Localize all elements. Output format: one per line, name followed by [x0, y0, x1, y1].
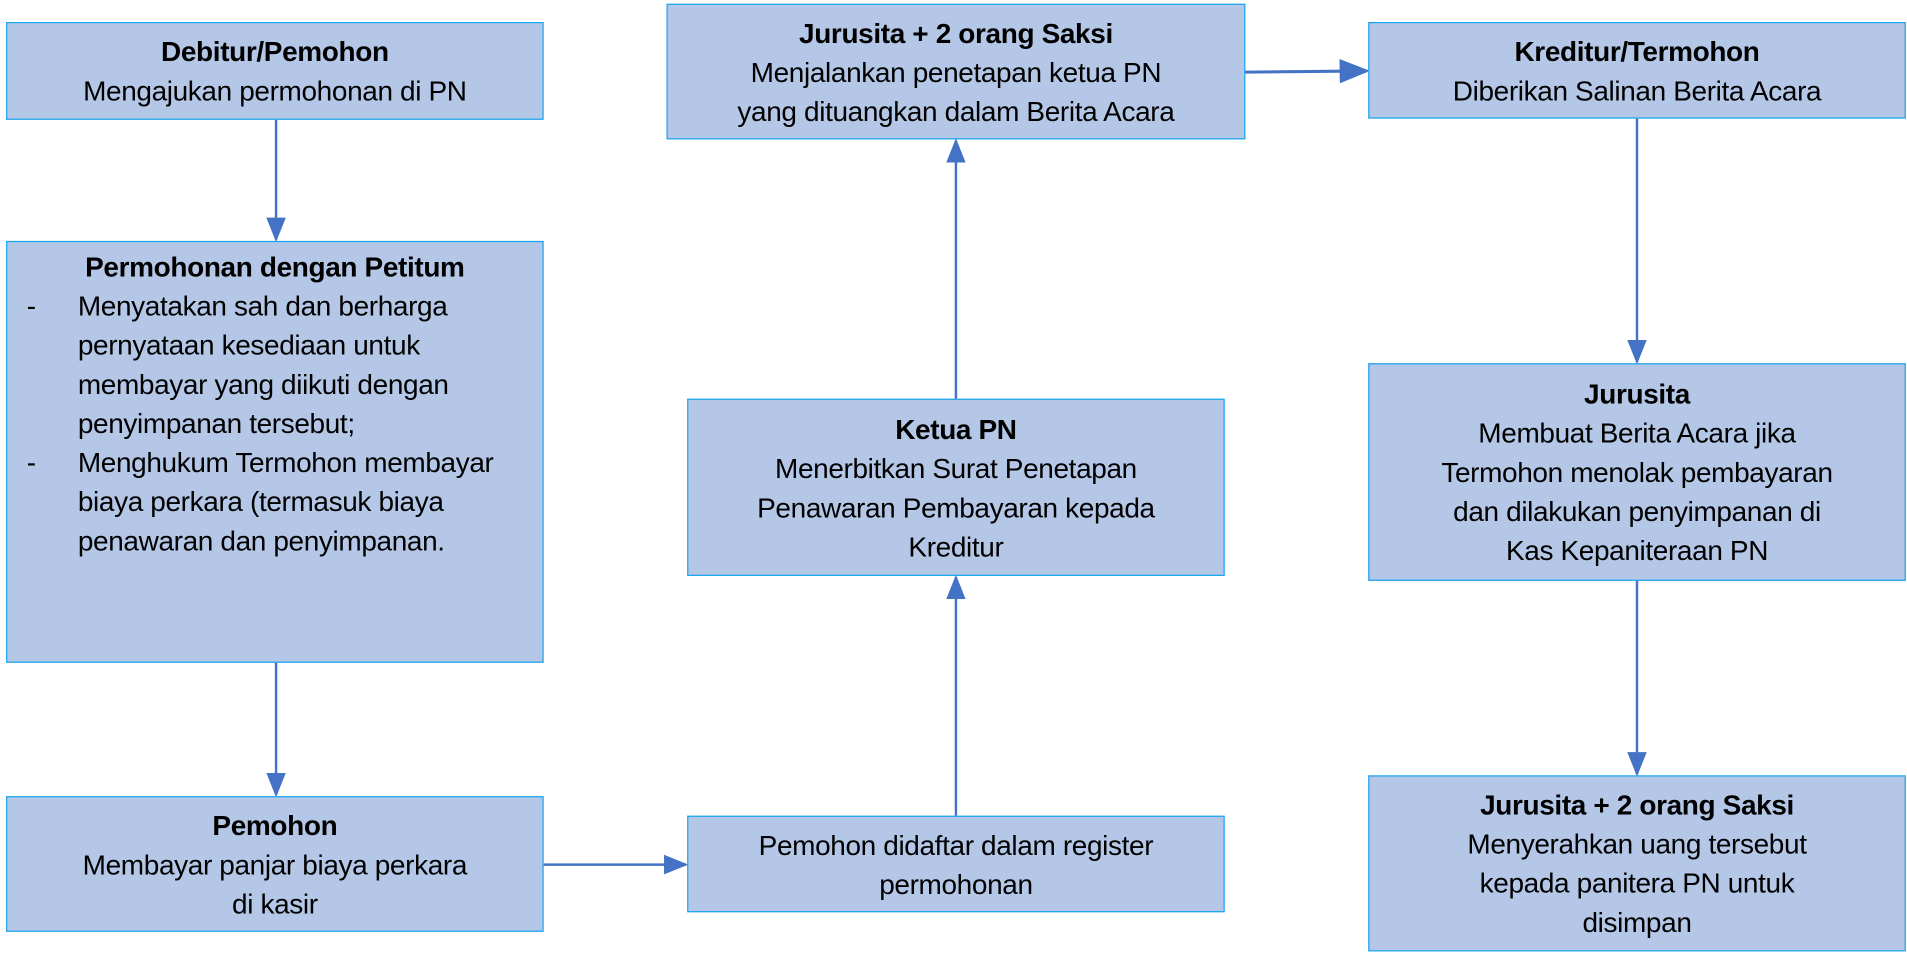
node-debitur: Debitur/Pemohon Mengajukan permohonan di…: [6, 22, 544, 120]
node-title: Ketua PN: [895, 412, 1017, 445]
node-title: Permohonan dengan Petitum: [85, 250, 465, 283]
node-text: Membuat Berita Acara jika: [1478, 417, 1796, 449]
node-text: Kas Kepaniteraan PN: [1505, 534, 1769, 567]
node-text: dan dilakukan penyimpanan di: [1453, 495, 1821, 528]
node-text: kepada panitera PN untuk: [1479, 867, 1795, 899]
bullet-item: -Menghukum Termohon membayar biaya perka…: [26, 446, 494, 557]
node-pemohon: Pemohon Membayar panjar biaya perkara di…: [6, 796, 544, 932]
node-text: Menjalankan penetapan ketua PN: [750, 55, 1162, 88]
node-title: Jurusita: [1584, 377, 1690, 410]
node-title: Debitur/Pemohon: [161, 35, 389, 68]
node-text: disimpan: [1582, 906, 1692, 938]
node-text: yang dituangkan dalam Berita Acara: [737, 94, 1175, 127]
node-jurusita-saksi-bottom: Jurusita + 2 orang Saksi Menyerahkan uan…: [1368, 775, 1906, 952]
node-kreditur: Kreditur/Termohon Diberikan Salinan Beri…: [1368, 22, 1906, 119]
node-permohonan: Permohonan dengan Petitum -Menyatakan sa…: [6, 240, 544, 663]
node-text: Mengajukan permohonan di PN: [83, 74, 467, 107]
node-text: Menerbitkan Surat Penetapan: [775, 451, 1137, 484]
node-text: Menyerahkan uang tersebut: [1467, 827, 1807, 860]
arrow-jurusita-saksi-to-kreditur: [1245, 58, 1371, 84]
node-text: Diberikan Salinan Berita Acara: [1452, 73, 1822, 106]
node-text: Penawaran Pembayaran kepada: [757, 490, 1155, 523]
bullet-item: -Menyatakan sah dan berharga pernyataan …: [26, 289, 449, 440]
node-jurusita-saksi-top: Jurusita + 2 orang Saksi Menjalankan pen…: [666, 3, 1246, 140]
node-register: Pemohon didaftar dalam register permohon…: [687, 815, 1225, 913]
node-title: Kreditur/Termohon: [1514, 34, 1760, 67]
node-text: Pemohon didaftar dalam register: [758, 828, 1154, 861]
node-jurusita: Jurusita Membuat Berita Acara jika Termo…: [1368, 363, 1906, 581]
node-text: Membayar panjar biaya perkara: [82, 848, 468, 880]
node-title: Pemohon: [212, 808, 338, 841]
node-title: Jurusita + 2 orang Saksi: [1480, 788, 1794, 821]
node-text: permohonan: [879, 867, 1033, 900]
node-text: Termohon menolak pembayaran: [1441, 456, 1833, 488]
node-text: di kasir: [232, 887, 318, 920]
node-text: Kreditur: [908, 530, 1004, 562]
node-ketua: Ketua PN Menerbitkan Surat Penetapan Pen…: [687, 398, 1225, 576]
node-title: Jurusita + 2 orang Saksi: [799, 16, 1113, 49]
